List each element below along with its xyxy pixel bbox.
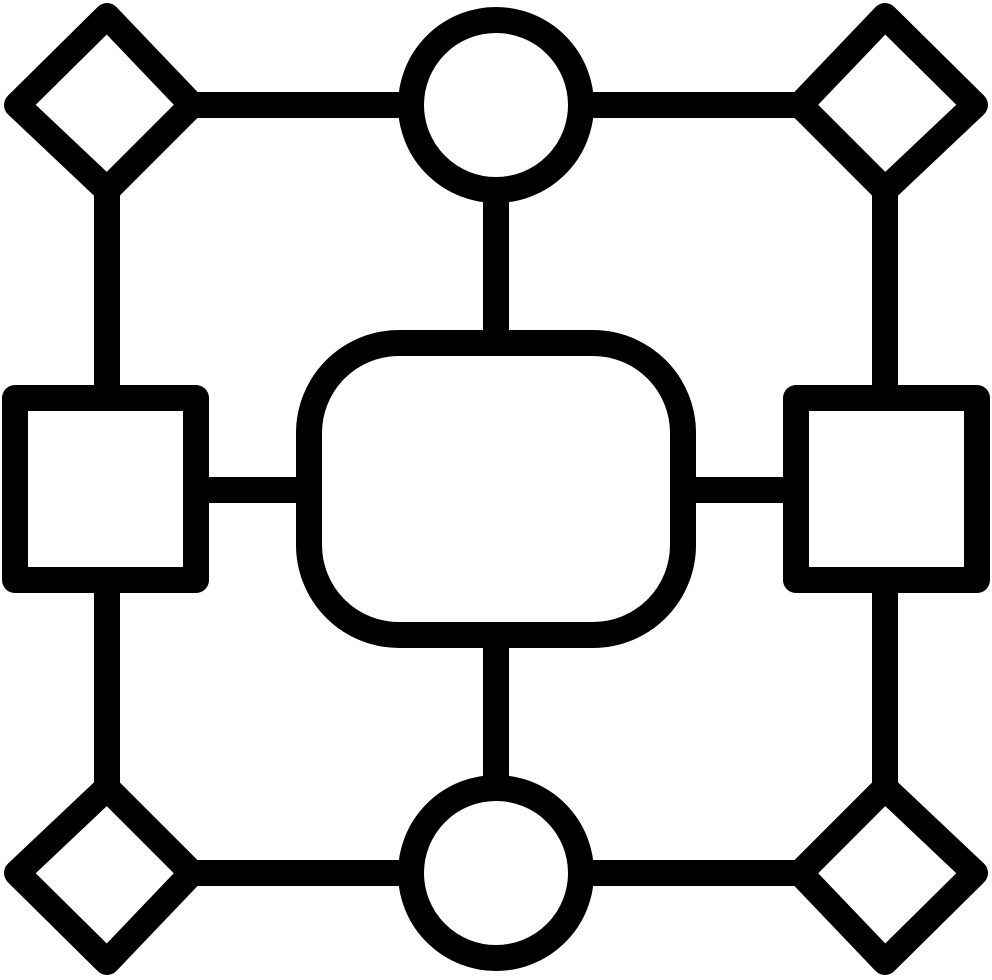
top-circle xyxy=(398,7,594,203)
connectors xyxy=(94,92,898,886)
nodes xyxy=(2,3,990,975)
right-square xyxy=(783,385,990,593)
top-right-diamond xyxy=(787,3,988,203)
top-left-diamond xyxy=(4,3,205,203)
bottom-left-diamond xyxy=(4,775,205,975)
bottom-circle xyxy=(398,775,594,971)
bottom-right-diamond xyxy=(787,775,988,975)
left-square xyxy=(2,385,209,593)
center-rounded-rectangle xyxy=(296,330,696,648)
